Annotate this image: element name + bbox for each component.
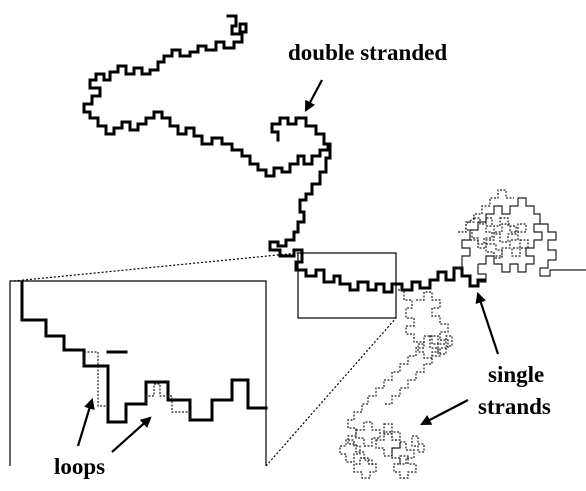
zoom-line-bottom (265, 317, 397, 467)
arrow-double-stranded (304, 79, 323, 112)
lower-single-strand-cluster (339, 289, 453, 479)
inset-loop-1 (83, 351, 108, 407)
zoom-selection-box (297, 252, 397, 319)
inset-double-strand (20, 280, 268, 424)
upper-right-single-strand-cluster (454, 189, 586, 283)
inset-panel (9, 280, 268, 466)
arrow-loops-left (76, 397, 95, 447)
label-loops: loops (54, 454, 105, 479)
arrow-loops-right (111, 416, 152, 453)
double-stranded-chain-lower (268, 142, 486, 294)
label-strands: strands (478, 394, 551, 419)
zoom-line-top (13, 252, 299, 282)
double-stranded-chain (82, 14, 330, 178)
label-single: single (488, 362, 544, 387)
arrow-single-strands-upper (475, 291, 500, 355)
inset-loop-2 (145, 383, 191, 420)
arrow-single-strands-lower (420, 399, 469, 426)
label-double-stranded: double stranded (288, 40, 447, 65)
